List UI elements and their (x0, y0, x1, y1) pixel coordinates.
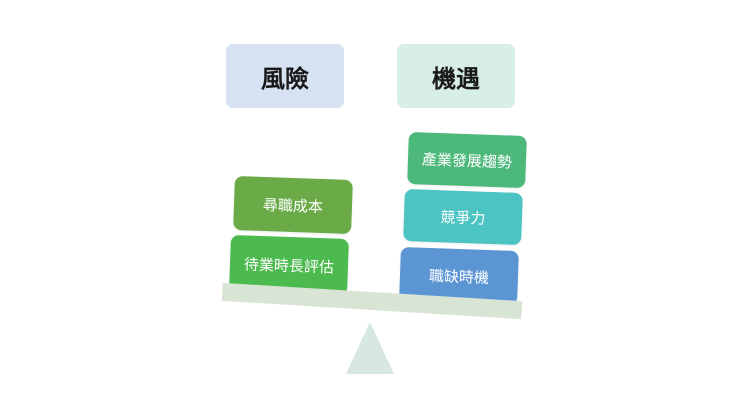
opportunity-card-competitiveness: 競爭力 (403, 188, 523, 246)
scale-fulcrum (346, 322, 394, 374)
risk-card-job-search-cost: 尋職成本 (233, 175, 353, 235)
opportunity-header: 機遇 (397, 44, 515, 108)
risk-header: 風險 (226, 44, 344, 108)
opportunity-card-industry-trend: 產業發展趨勢 (407, 131, 527, 189)
